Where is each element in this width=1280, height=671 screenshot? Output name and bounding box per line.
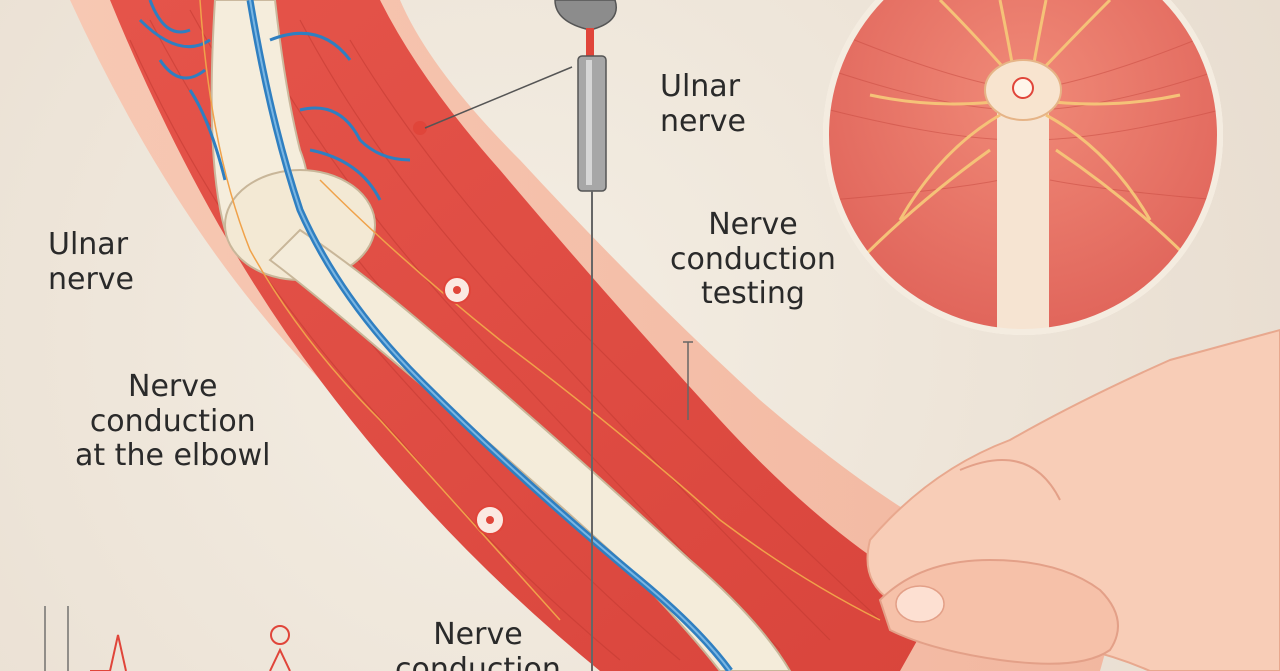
label-nerve-conduction-testing: Nerve conduction testing — [670, 207, 836, 311]
conduction-waveform — [90, 634, 291, 671]
label-ulnar-nerve-top: Ulnar nerve — [660, 69, 747, 139]
stimulation-markers — [413, 121, 505, 535]
label-ulnar-nerve-left: Ulnar nerve — [48, 227, 135, 297]
electrode-probe — [554, 0, 617, 671]
nerve-zoom-inset — [823, 0, 1223, 335]
pointer-line — [424, 66, 573, 129]
arm-muscle — [110, 0, 940, 671]
hand — [866, 328, 1280, 671]
ulna-bone — [268, 228, 792, 671]
nerve-branches — [138, 0, 411, 201]
label-nerve-conduction-bottom: Nerve conduction — [395, 617, 561, 671]
sensory-nerve-lines — [199, 0, 881, 621]
label-nerve-conduction-elbow: Nerve conduction at the elbowl — [75, 369, 271, 473]
